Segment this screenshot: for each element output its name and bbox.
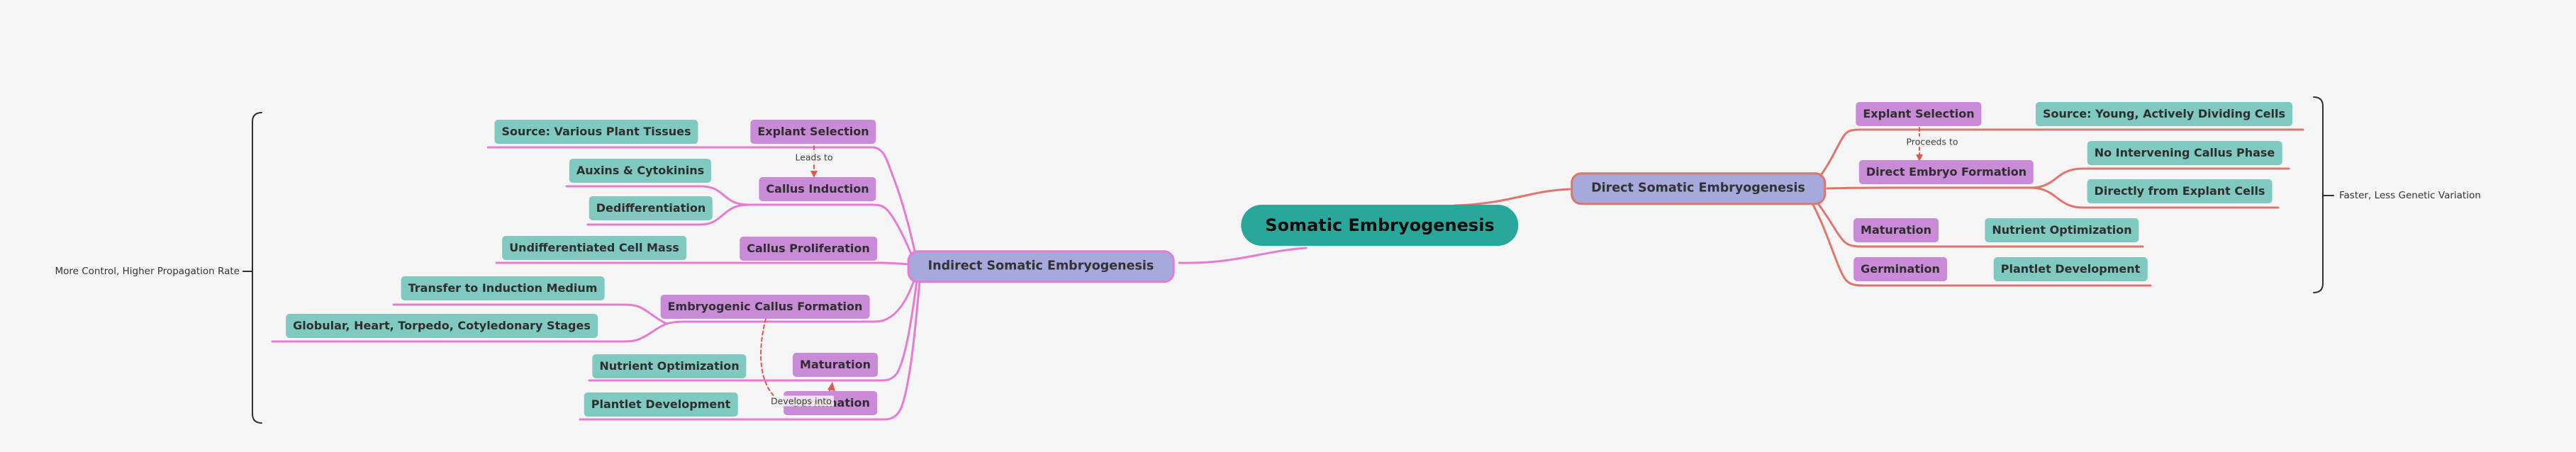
edge-direct-germination	[1812, 203, 2152, 287]
edge-central-indirect	[1178, 247, 1307, 264]
edge-direct-maturation	[1816, 201, 2144, 248]
edge-embryo-directly-from	[2029, 186, 2280, 209]
arrowhead-develops-into	[827, 382, 835, 391]
edge-embryo-no-intervening	[2029, 167, 2290, 189]
edge-indirect-proliferation	[495, 261, 909, 266]
edge-indirect-embryogenic	[665, 279, 915, 325]
edge-central-direct	[1454, 188, 1571, 207]
edge-indirect-explant	[486, 146, 917, 256]
edge-indirect-maturation	[588, 280, 918, 382]
bracket-right	[2313, 96, 2324, 293]
edge-embryogenic-globular	[271, 322, 668, 343]
edge-indirect-callus-induction	[747, 203, 915, 260]
arrowhead-leads-to	[810, 171, 818, 178]
dashed-develops-into	[760, 318, 831, 410]
edge-callus-dedifferentiation	[586, 203, 750, 226]
bracket-left	[252, 112, 262, 424]
edge-indirect-germination	[579, 280, 921, 421]
edge-embryogenic-transfer	[392, 303, 668, 325]
edge-direct-explant	[1818, 128, 2304, 179]
edge-callus-auxins	[565, 185, 750, 206]
arrowhead-proceeds-to	[1916, 154, 1923, 162]
